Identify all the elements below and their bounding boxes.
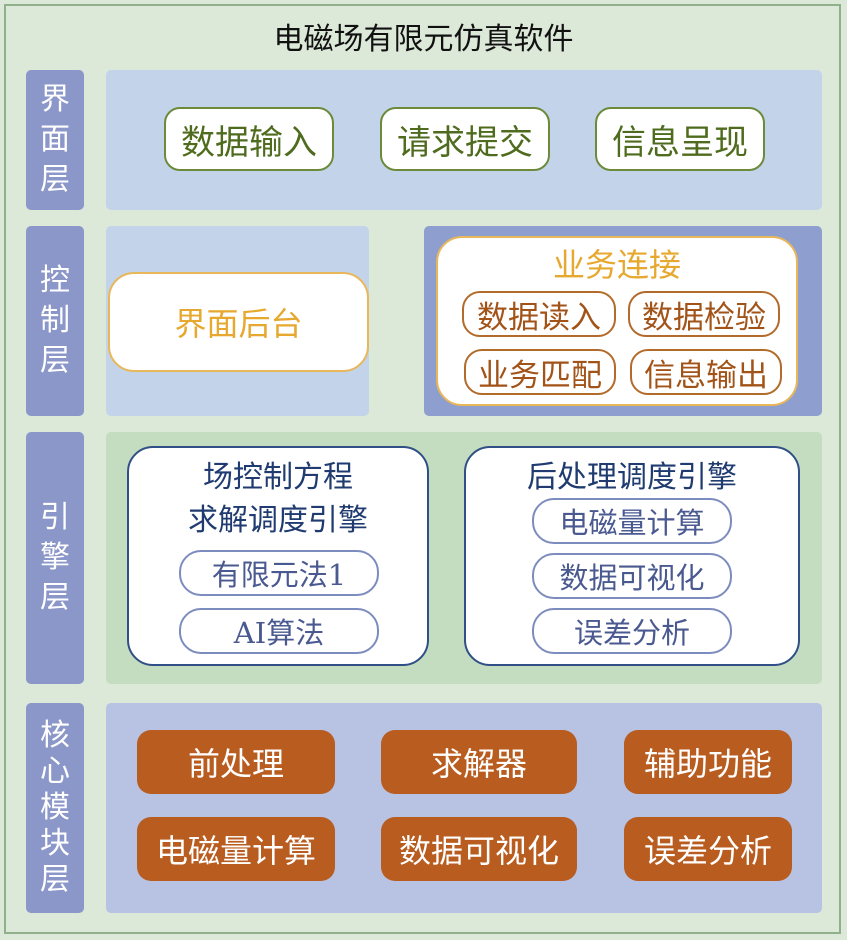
label-char: 制 <box>40 303 70 338</box>
label-char: 层 <box>40 862 70 897</box>
data-visualization-box: 数据可视化 <box>532 553 732 599</box>
layer-label-control: 控 制 层 <box>26 226 84 416</box>
label-char: 面 <box>40 122 70 157</box>
label-char: 界 <box>40 82 70 117</box>
business-match-box: 业务匹配 <box>464 349 616 395</box>
label-char: 层 <box>40 162 70 197</box>
postprocess-engine-title: 后处理调度引擎 <box>527 460 737 495</box>
fem-method-box: 有限元法1 <box>179 550 379 596</box>
business-connection-title: 业务连接 <box>552 246 681 284</box>
label-char: 引 <box>40 500 70 535</box>
ai-algorithm-box: AI算法 <box>179 608 379 654</box>
solver-module: 求解器 <box>381 730 577 794</box>
layer-label-interface: 界 面 层 <box>26 70 84 210</box>
error-analysis-module: 误差分析 <box>624 817 792 881</box>
label-char: 心 <box>40 754 70 789</box>
data-read-box: 数据读入 <box>462 291 616 337</box>
em-calc-module: 电磁量计算 <box>137 817 335 881</box>
diagram-title: 电磁场有限元仿真软件 <box>273 22 574 57</box>
data-check-box: 数据检验 <box>628 291 780 337</box>
info-output-box: 信息输出 <box>630 349 782 395</box>
info-display-box: 信息呈现 <box>595 107 765 171</box>
field-engine-title-line2: 求解调度引擎 <box>188 503 368 538</box>
error-analysis-box: 误差分析 <box>532 608 732 654</box>
label-char: 块 <box>40 826 70 861</box>
visualization-module: 数据可视化 <box>381 817 577 881</box>
em-calc-box: 电磁量计算 <box>532 498 732 544</box>
field-engine-title-line1: 场控制方程 <box>203 460 353 495</box>
layer-label-core: 核 心 模 块 层 <box>26 703 84 913</box>
request-submit-box: 请求提交 <box>380 107 550 171</box>
data-input-box: 数据输入 <box>164 107 334 171</box>
layer-label-engine: 引 擎 层 <box>26 432 84 684</box>
label-char: 控 <box>40 263 70 298</box>
label-char: 擎 <box>40 540 70 575</box>
label-char: 层 <box>40 580 70 615</box>
label-char: 层 <box>40 343 70 378</box>
auxiliary-module: 辅助功能 <box>624 730 792 794</box>
preprocess-module: 前处理 <box>137 730 335 794</box>
label-char: 模 <box>40 790 70 825</box>
label-char: 核 <box>40 718 70 753</box>
ui-backend-box: 界面后台 <box>108 272 369 372</box>
